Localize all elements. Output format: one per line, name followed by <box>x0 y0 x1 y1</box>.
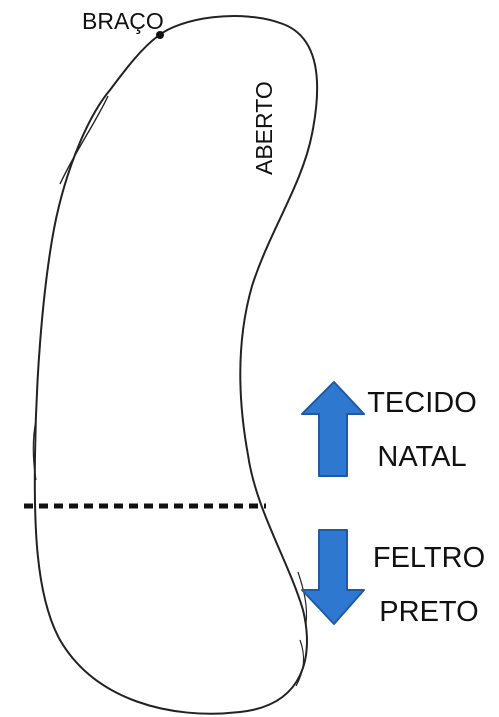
down-arrow-label-line1: FELTRO <box>372 542 486 574</box>
up-arrow-label: TECIDO NATAL <box>362 376 482 484</box>
up-arrow-label-line1: TECIDO <box>367 387 477 419</box>
pattern-outline <box>33 15 319 715</box>
sketch-stroke <box>32 419 37 481</box>
sketch-stroke <box>295 639 305 687</box>
sketch-stroke <box>297 571 308 625</box>
braco-label: BRAÇO <box>82 8 164 34</box>
down-arrow-label: FELTRO PRETO <box>362 531 496 639</box>
arrow-up-icon <box>301 381 365 477</box>
sketch-stroke <box>59 95 109 185</box>
down-arrow-label-line2: PRETO <box>379 596 479 628</box>
arrow-down-icon <box>301 529 365 625</box>
braco-marker <box>156 31 164 39</box>
up-arrow-label-line2: NATAL <box>377 441 467 473</box>
aberto-label: ABERTO <box>251 81 277 175</box>
